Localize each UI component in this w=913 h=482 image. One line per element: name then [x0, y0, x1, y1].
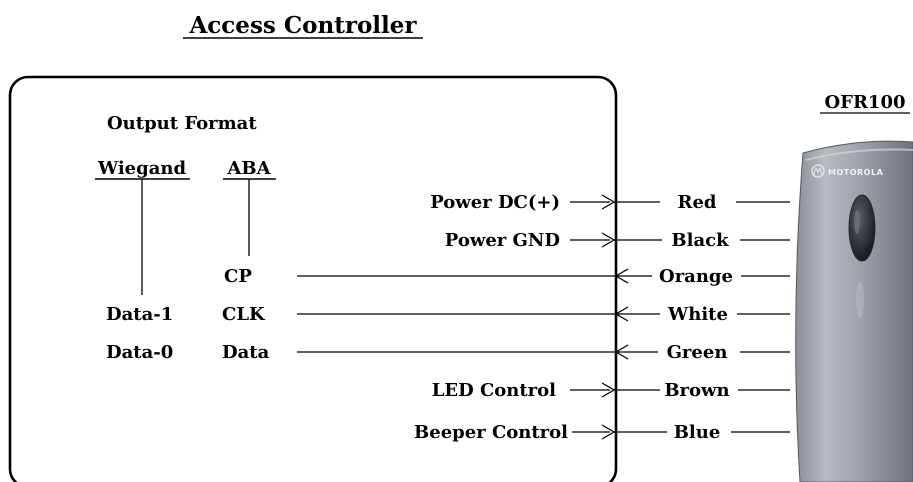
reader-lens: [848, 194, 876, 262]
reader-lens-reflection: [854, 210, 860, 234]
aba-label: ABA: [226, 158, 271, 179]
wiegand-pin-label: Data-1: [106, 304, 173, 325]
connection-row-cp: CP Orange: [224, 266, 790, 287]
arrow-to-controller-icon: [614, 344, 629, 360]
signal-label: Power DC(+): [430, 192, 560, 213]
arrow-to-controller-icon: [614, 306, 629, 322]
motorola-logo-mark-icon: [813, 166, 823, 175]
wire-color-label: Brown: [664, 380, 729, 401]
wire-color-label: Green: [667, 342, 728, 363]
signal-label: Power GND: [445, 230, 560, 251]
reader-surface-glint: [856, 282, 864, 318]
connection-row-data: Data-0 Data Green: [106, 342, 790, 363]
arrow-to-controller-icon: [614, 268, 629, 284]
reader-title: OFR100: [825, 92, 906, 113]
connection-row-power-dc: Power DC(+) Red: [430, 192, 790, 213]
connection-row-beeper: Beeper Control Blue: [414, 422, 790, 443]
aba-pin-label: CLK: [222, 304, 266, 325]
wire-color-label: Red: [678, 192, 717, 213]
reader-edge-highlight: [805, 148, 913, 161]
connection-row-power-gnd: Power GND Black: [445, 230, 790, 251]
wire-color-label: Orange: [659, 266, 733, 287]
output-format-label: Output Format: [107, 113, 257, 134]
controller-box: [8, 75, 618, 482]
controller-title: Access Controller: [188, 12, 417, 39]
aba-pin-label: CP: [224, 266, 252, 287]
motorola-logo-icon: [811, 164, 825, 178]
ofr100-reader-device: MOTOROLA: [795, 140, 913, 482]
wire-color-label: Blue: [674, 422, 721, 443]
reader-brand: MOTOROLA: [828, 168, 884, 177]
signal-label: LED Control: [432, 380, 556, 401]
wiegand-pin-label: Data-0: [106, 342, 173, 363]
aba-pin-label: Data: [222, 342, 270, 363]
signal-label: Beeper Control: [414, 422, 568, 443]
wiegand-label: Wiegand: [97, 158, 187, 179]
connection-row-clk: Data-1 CLK White: [106, 304, 790, 325]
wire-color-label: White: [667, 304, 728, 325]
connection-row-led: LED Control Brown: [432, 380, 790, 401]
wire-color-label: Black: [671, 230, 729, 251]
reader-body: [795, 140, 913, 482]
